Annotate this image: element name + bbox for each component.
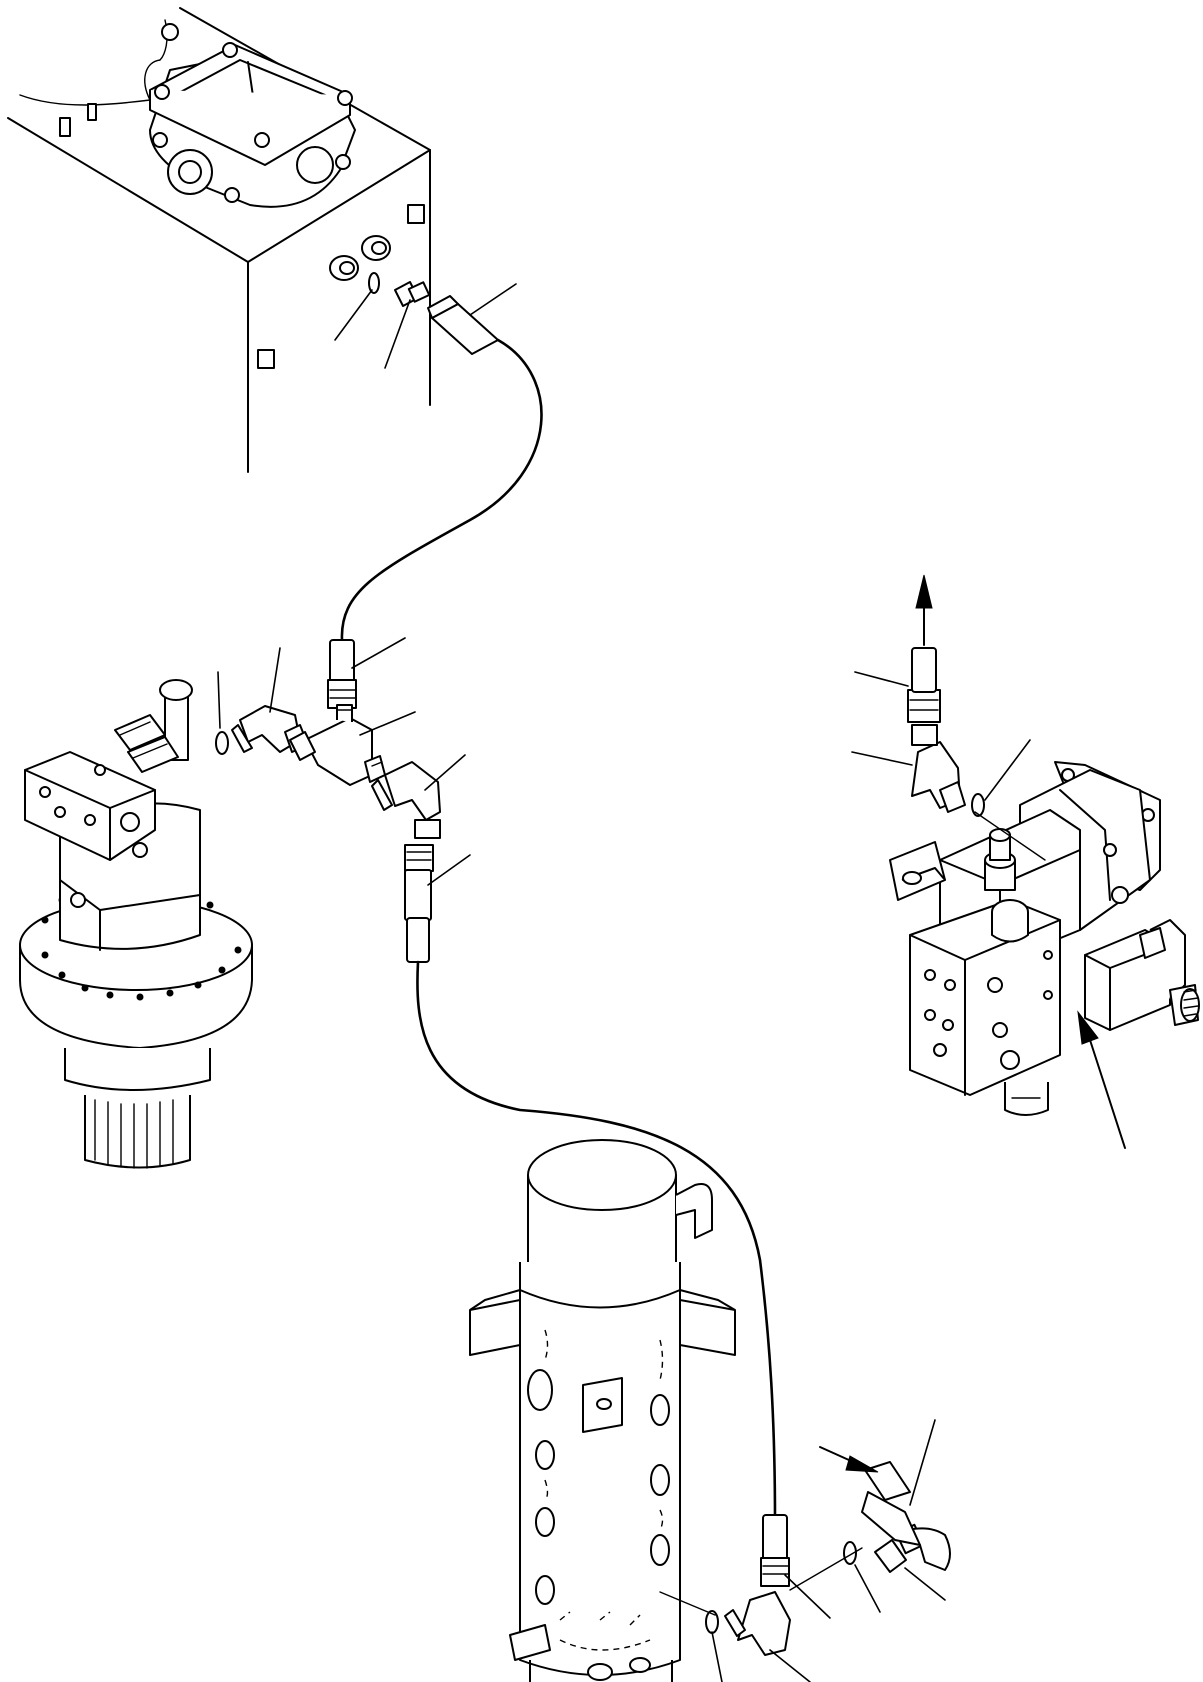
elbow-hose-end-right-lower bbox=[861, 1461, 951, 1571]
leader-elbow-pump bbox=[851, 751, 913, 766]
leader-hose-end-tank bbox=[469, 283, 517, 316]
leader-hose-end-swivel bbox=[784, 1574, 831, 1619]
port-alignment-line-pump bbox=[974, 811, 1046, 861]
leader-elbow-swivel bbox=[769, 1649, 811, 1682]
hose-end-swivel bbox=[760, 1514, 790, 1587]
hose-end-tee-upper bbox=[327, 639, 357, 709]
tank-ports bbox=[329, 235, 391, 281]
leader-o-ring-right bbox=[854, 1564, 881, 1613]
leader-elbow-motor bbox=[269, 647, 281, 713]
elbow-fitting-pump bbox=[911, 724, 966, 813]
leader-o-ring-swivel bbox=[711, 1631, 723, 1682]
hose-tee-to-swivel bbox=[416, 960, 777, 1522]
tank-nut-upper bbox=[407, 204, 425, 224]
adapter-tank bbox=[394, 281, 431, 307]
elbow-fitting-swivel bbox=[724, 1591, 791, 1656]
tee-fitting bbox=[289, 704, 386, 786]
hydraulic-tank bbox=[7, 7, 499, 473]
o-ring-pump bbox=[971, 793, 985, 817]
callout-leaders bbox=[217, 283, 1031, 1682]
leader-hose-end-center bbox=[427, 854, 471, 886]
leader-adapter-tank bbox=[384, 299, 411, 369]
hose-tank-to-tee bbox=[340, 338, 543, 642]
leader-adapter-right bbox=[904, 1567, 946, 1601]
arrow-into-swivel-hose bbox=[819, 1446, 879, 1473]
tank-nut-lower bbox=[257, 349, 275, 369]
hose-end-pump bbox=[907, 647, 941, 723]
up-arrow-to-pump-line bbox=[915, 574, 933, 646]
leader-o-ring-pump bbox=[984, 739, 1031, 801]
hydraulic-pump bbox=[889, 761, 1200, 1116]
leader-hose-end-tee bbox=[351, 637, 406, 669]
swivel-joint bbox=[469, 1139, 736, 1682]
motor-ports bbox=[114, 714, 179, 773]
elbow-fitting-center bbox=[371, 761, 441, 839]
arrow-into-pump-port bbox=[1077, 1010, 1126, 1149]
leader-elbow-hose-right bbox=[909, 1419, 936, 1506]
hose-end-tank bbox=[427, 295, 499, 355]
port-alignment-line-right bbox=[789, 1547, 863, 1591]
o-ring-tank bbox=[368, 272, 380, 294]
hose-end-center-lower bbox=[404, 844, 434, 963]
leader-o-ring-tank bbox=[334, 289, 373, 341]
leader-elbow-center bbox=[424, 754, 466, 791]
port-alignment-line-swivel bbox=[659, 1591, 716, 1616]
leader-hose-end-pump bbox=[854, 671, 909, 687]
leader-tee bbox=[359, 711, 416, 736]
tank-filter-housing bbox=[149, 42, 356, 208]
leader-o-ring-motor bbox=[217, 671, 221, 729]
swing-motor bbox=[19, 679, 253, 1169]
o-ring-motor bbox=[215, 731, 229, 755]
o-ring-right-lower bbox=[843, 1541, 857, 1565]
